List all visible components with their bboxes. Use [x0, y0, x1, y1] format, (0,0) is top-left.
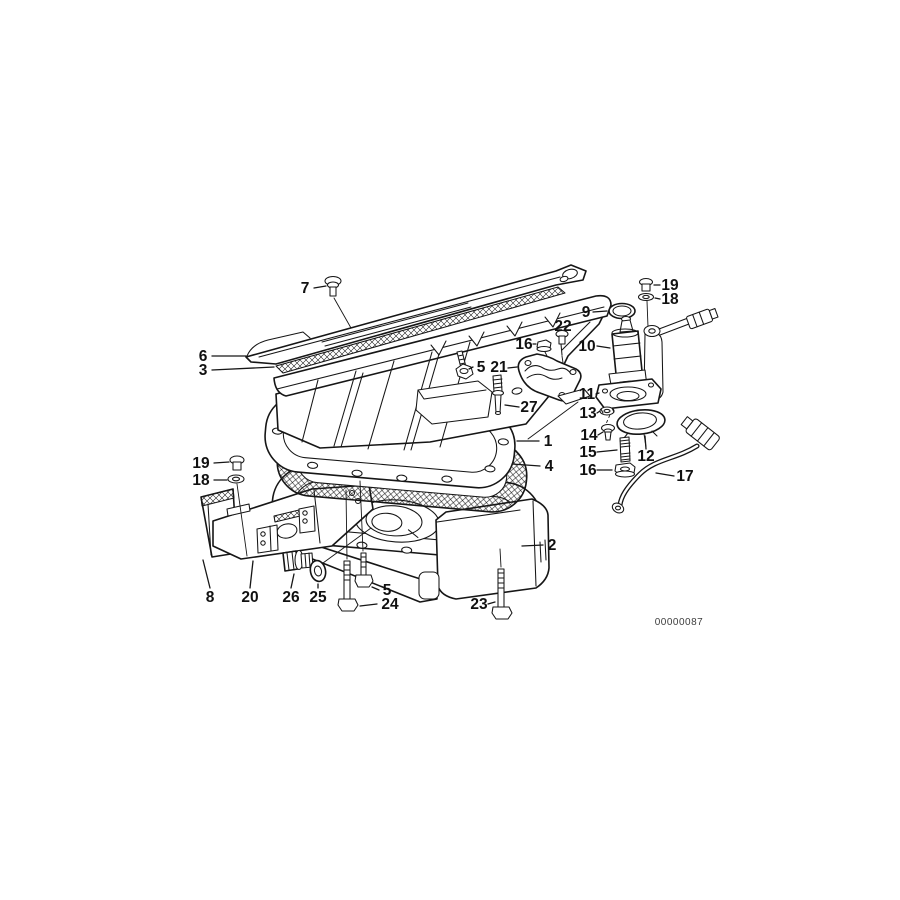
callout-17: 17 [676, 468, 693, 485]
screw-part14 [600, 423, 616, 441]
o-ring-part9 [608, 302, 636, 320]
callout-leader-11 [595, 392, 600, 395]
washer-part25 [309, 559, 327, 583]
callout-2: 2 [548, 537, 557, 554]
callout-24: 24 [381, 596, 399, 613]
bolt-part19-right [638, 277, 654, 292]
pan-sump-boss [415, 380, 493, 425]
bolt-part19-left [229, 455, 245, 471]
callout-16: 16 [515, 336, 533, 353]
cable-connector [680, 416, 720, 451]
callout-16: 16 [579, 462, 597, 479]
cable-part17 [611, 416, 720, 514]
callout-10: 10 [578, 338, 595, 355]
callout-1: 1 [544, 433, 553, 450]
upper-oil-pan-body [273, 294, 612, 451]
callout-leader-9 [592, 310, 608, 313]
callout-leader-26 [290, 573, 295, 589]
callout-leader-21 [507, 366, 518, 369]
callout-leader-8 [202, 559, 211, 589]
callout-leader-15 [596, 449, 618, 453]
callout-27: 27 [520, 399, 537, 416]
callout-11: 11 [579, 386, 596, 403]
bolt-part23 [491, 548, 513, 620]
callout-leader-12 [644, 435, 647, 450]
sender-connector [686, 308, 719, 330]
callout-21: 21 [490, 359, 508, 376]
callout-5: 5 [383, 582, 392, 599]
callout-leader-2 [521, 544, 544, 547]
callout-leader-13 [596, 410, 601, 414]
callout-leader-18 [654, 297, 661, 300]
cover-ring-part12 [616, 409, 666, 448]
callout-8: 8 [206, 589, 215, 606]
callout-6: 6 [199, 348, 208, 365]
callout-leader-24 [359, 603, 378, 607]
washer-part13 [599, 406, 615, 416]
assembly-line-25 [322, 527, 372, 564]
bracket-part21 [517, 353, 591, 440]
callout-leader-23 [487, 601, 496, 605]
callout-leader-27 [504, 404, 520, 408]
callout-leader-10 [596, 345, 611, 349]
bracket-part20 [212, 484, 374, 560]
baffle-plate-part6 [245, 264, 587, 365]
washer-part18-left [227, 474, 245, 484]
bolt-part5-lower [354, 480, 374, 588]
callout-20: 20 [241, 589, 258, 606]
callout-7: 7 [301, 280, 310, 297]
callout-14: 14 [580, 427, 598, 444]
callout-5: 5 [477, 359, 486, 376]
callout-leader-5 [371, 586, 380, 591]
callout-19: 19 [192, 455, 210, 472]
callout-25: 25 [309, 589, 327, 606]
callout-26: 26 [282, 589, 300, 606]
lower-pan-deep-section [435, 498, 550, 600]
callout-13: 13 [579, 405, 597, 422]
callout-4: 4 [545, 458, 554, 475]
bolt-part5-upper [455, 350, 474, 380]
baffle-gasket-part3 [275, 286, 566, 374]
callout-18: 18 [661, 291, 679, 308]
screw-part7 [324, 275, 352, 329]
screw-part22 [555, 329, 569, 384]
callout-leader-5 [468, 366, 474, 370]
cover-plate-part11 [595, 378, 662, 425]
callout-18: 18 [192, 472, 210, 489]
callout-leader-17 [655, 472, 675, 477]
stud-part27 [491, 374, 505, 416]
lower-pan-bowl [354, 499, 440, 543]
bracket-clip-b [298, 505, 316, 534]
callout-leader-3 [211, 366, 275, 371]
callout-leader-4 [511, 463, 541, 467]
callout-12: 12 [637, 448, 654, 465]
callout-15: 15 [579, 444, 597, 461]
bolt-part24 [337, 489, 359, 612]
callout-leader-20 [249, 560, 254, 589]
assembly-line-19L [236, 483, 248, 557]
callout-9: 9 [582, 304, 591, 321]
callout-leader-7 [313, 285, 327, 289]
callout-19: 19 [661, 277, 679, 294]
callout-leader-14 [597, 431, 604, 436]
diagram-image-id: 00000087 [655, 617, 704, 628]
washer-part18-right [637, 292, 655, 328]
callout-3: 3 [199, 362, 208, 379]
nut-part16-bottom [614, 462, 636, 478]
drain-plug-part26 [282, 549, 314, 572]
callout-22: 22 [554, 318, 571, 335]
stud-part15 [619, 436, 631, 463]
bracket-clip-a [256, 524, 279, 554]
callout-leader-19 [213, 461, 230, 464]
callout-23: 23 [470, 596, 488, 613]
